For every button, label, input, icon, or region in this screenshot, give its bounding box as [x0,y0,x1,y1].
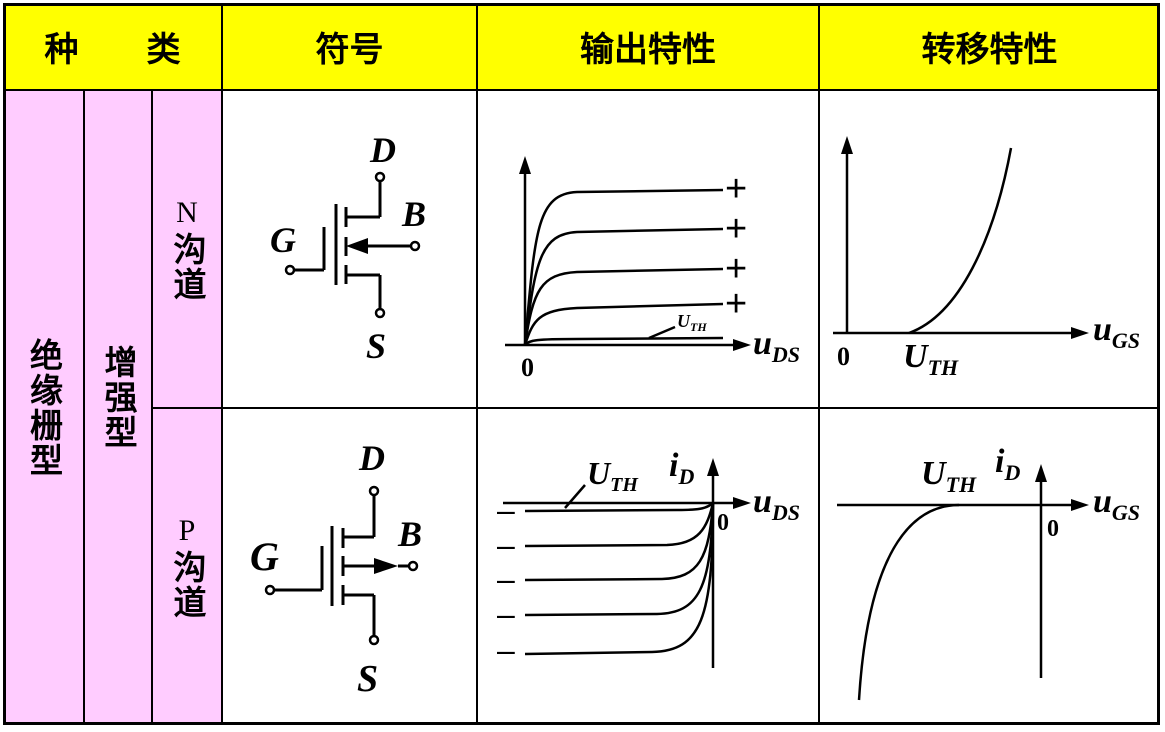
p-output-axis: uDS [753,483,800,525]
p-label-s: S [357,658,378,700]
n-label-b: B [401,194,426,234]
channel-p-text: 沟道 [168,549,207,620]
p-output-uth: UTH [587,455,639,496]
table-frame [3,3,1160,725]
p-transfer-axis: uGS [1093,483,1140,525]
p-output-sign-2: – [497,561,515,597]
header-output: 输出特性 [477,3,819,90]
n-output-sign-4: + [725,283,747,325]
grid-v5 [818,3,820,725]
grid-v1 [83,89,85,725]
n-output-characteristic: + + + + UTH uDS 0 [505,156,800,382]
p-mosfet-symbol: D G B S [250,438,422,700]
header-kind: 种 类 [3,3,222,90]
n-output-uth: UTH [677,311,707,334]
n-output-sign-3: + [725,248,747,290]
n-output-sign-1: + [725,168,747,210]
n-mosfet-symbol: D G B S [270,130,426,366]
n-label-d: D [369,130,396,170]
grid-row-divider [152,407,1160,409]
n-transfer-characteristic: 0 UTH uGS [833,136,1140,380]
category-gate-cell: 绝缘栅型 [3,90,84,725]
header-symbol: 符号 [222,3,477,90]
p-output-id: iD [669,447,694,489]
n-output-axis: uDS [753,325,800,367]
p-transfer-origin: 0 [1047,516,1059,542]
p-output-sign-4: – [497,632,515,668]
channel-n-letter: N [176,196,198,229]
p-output-sign-1: – [497,527,515,563]
p-output-characteristic: – – – – – UTH iD uDS 0 [497,447,800,668]
p-output-origin: 0 [717,510,729,536]
p-label-g: G [250,534,279,579]
p-label-b: B [397,514,422,554]
n-transfer-axis: uGS [1093,311,1140,353]
grid-v2 [151,89,153,725]
category-mode: 增强型 [99,345,138,450]
header-transfer: 转移特性 [819,3,1160,90]
p-output-sign-5: – [497,492,515,528]
p-transfer-uth: UTH [921,455,977,497]
p-label-d: D [358,438,385,478]
channel-n-cell: N 沟道 [152,90,222,408]
n-output-origin: 0 [521,353,534,382]
header-kind-text: 种 类 [44,30,181,70]
p-transfer-id: iD [995,443,1020,485]
n-label-g: G [270,220,296,260]
channel-p-cell: P 沟道 [152,408,222,725]
category-mode-cell: 增强型 [84,90,152,725]
n-label-s: S [366,326,386,366]
channel-n-text: 沟道 [168,232,207,302]
category-gate: 绝缘栅型 [24,337,64,478]
p-output-sign-3: – [497,596,515,632]
grid-v4 [476,3,478,725]
header-symbol-text: 符号 [315,30,384,70]
grid-header-bottom [3,89,1160,91]
n-transfer-origin: 0 [837,342,850,371]
channel-p-letter: P [178,513,196,547]
n-transfer-uth: UTH [903,338,959,380]
grid-v3 [221,3,223,725]
n-output-sign-2: + [725,208,747,250]
p-transfer-characteristic: UTH iD uGS 0 [837,443,1140,701]
header-output-text: 输出特性 [580,30,716,70]
header-transfer-text: 转移特性 [921,30,1058,70]
